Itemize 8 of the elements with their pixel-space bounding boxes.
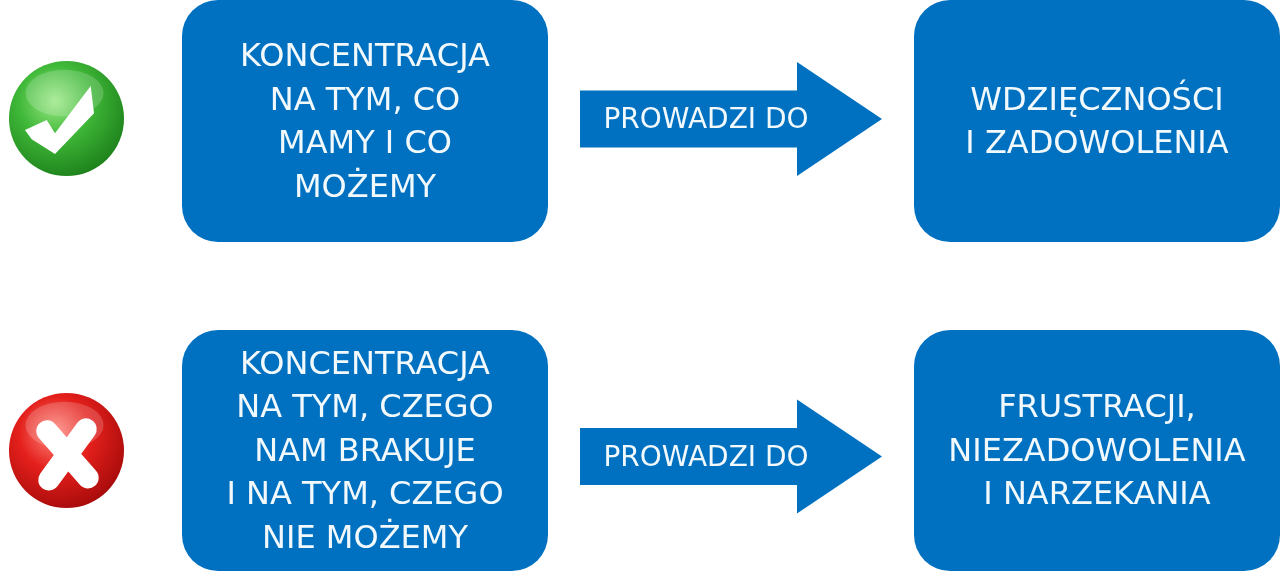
rounded-box	[914, 330, 1280, 571]
statement-text: WDZIĘCZNOŚCI I ZADOWOLENIA	[965, 78, 1229, 163]
statement-text: KONCENTRACJA NA TYM, CO MAMY I CO MOŻEMY	[240, 35, 490, 207]
rounded-box	[914, 0, 1280, 242]
rounded-box	[182, 0, 548, 242]
statement-text: KONCENTRACJA NA TYM, CZEGO NAM BRAKUJE I NA TYM, CZEGO NIE MOŻEMY	[226, 342, 504, 558]
rounded-box	[182, 330, 548, 571]
statement-text: FRUSTRACJI, NIEZADOWOLENIA I NARZEKANIA	[948, 386, 1246, 515]
